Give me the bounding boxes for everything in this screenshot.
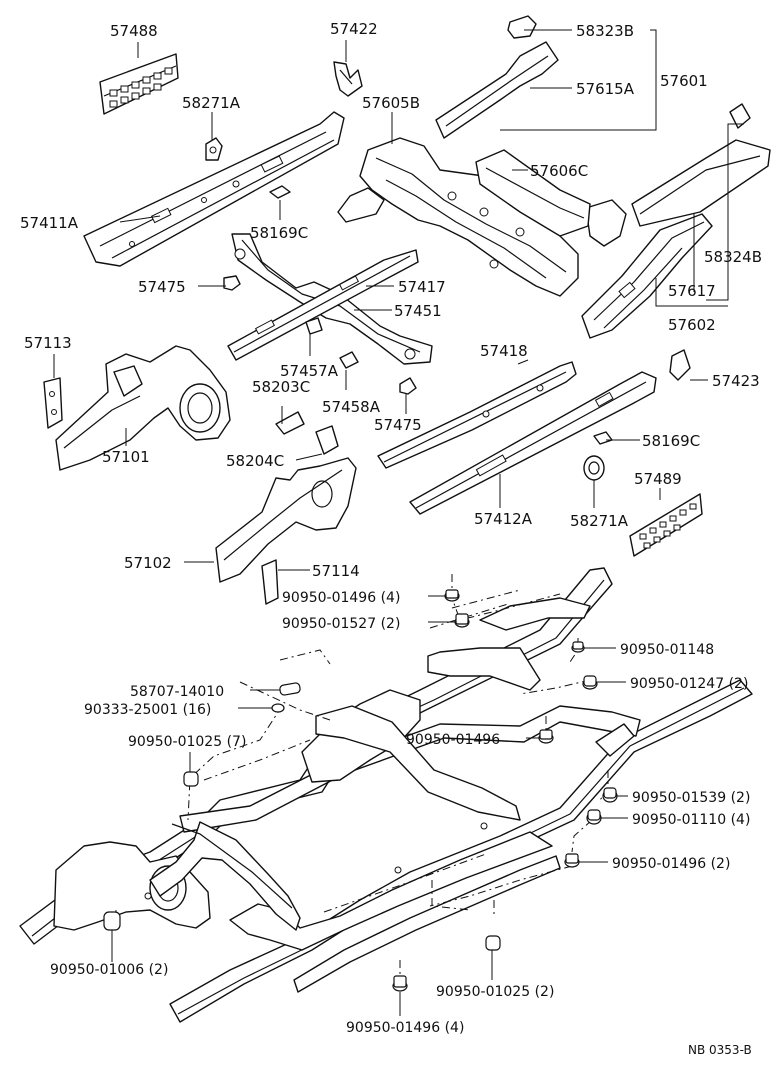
plug-90950-01110 <box>586 809 602 825</box>
label-57412a: 57412A <box>474 510 533 528</box>
label-57615a: 57615A <box>576 80 635 98</box>
part-57101-frame-section <box>55 345 231 471</box>
label-57457a: 57457A <box>280 362 339 380</box>
label-57411a: 57411A <box>20 214 79 232</box>
label-90950-01539: 90950-01539 (2) <box>632 790 750 806</box>
part-57475-cap-mid <box>399 377 417 395</box>
plug-90950-01496-top <box>444 589 460 602</box>
part-57457a-clip <box>305 317 323 335</box>
plug-90950-01496-mid <box>538 729 554 744</box>
plug-90950-01496-bottom <box>392 975 408 992</box>
part-57418-member <box>377 361 577 469</box>
part-labels: 57488 57422 58323B 57601 57615A 58271A 5… <box>20 20 762 1057</box>
part-57417-crossbar <box>227 249 419 361</box>
label-57113: 57113 <box>24 334 72 352</box>
label-58324b: 58324B <box>704 248 762 266</box>
label-57101: 57101 <box>102 448 150 466</box>
part-57114-bracket <box>261 559 279 605</box>
part-57489-plate <box>629 493 703 557</box>
label-90950-01148: 90950-01148 <box>620 642 714 658</box>
label-57475-top: 57475 <box>138 278 186 296</box>
label-58203c: 58203C <box>252 378 310 396</box>
leader-lines <box>53 29 744 1016</box>
label-57602: 57602 <box>668 316 716 334</box>
washer-90333-25001 <box>271 703 285 713</box>
part-58203c-plate <box>275 411 305 435</box>
part-57423-bracket <box>669 349 691 381</box>
part-58271a-ring <box>583 455 605 481</box>
label-90950-01110: 90950-01110 (4) <box>632 812 750 828</box>
plug-90950-01025-top <box>183 771 199 787</box>
part-57412a-rail <box>409 371 657 515</box>
label-57601: 57601 <box>660 72 708 90</box>
label-57606c: 57606C <box>530 162 588 180</box>
label-90950-01025-7: 90950-01025 (7) <box>128 734 246 750</box>
label-57451: 57451 <box>394 302 442 320</box>
part-57605b-floor-member <box>337 137 627 297</box>
label-90333-25001: 90333-25001 (16) <box>84 702 211 718</box>
part-58271a-bracket-top <box>205 137 223 161</box>
label-57418: 57418 <box>480 342 528 360</box>
part-57475-cap-top <box>223 275 241 291</box>
label-90950-01247: 90950-01247 (2) <box>630 676 748 692</box>
label-90950-01496-4-top: 90950-01496 (4) <box>282 590 400 606</box>
plug-90950-01539 <box>602 787 618 803</box>
label-57417: 57417 <box>398 278 446 296</box>
label-90950-01496-mid: 90950-01496 <box>406 732 500 748</box>
drawing-code: NB 0353-B <box>688 1043 752 1057</box>
label-57423: 57423 <box>712 372 760 390</box>
label-58707-14010: 58707-14010 <box>130 684 224 700</box>
label-57617: 57617 <box>668 282 716 300</box>
label-58169c-mid: 58169C <box>642 432 700 450</box>
plug-90950-01527 <box>454 613 470 628</box>
label-57114: 57114 <box>312 562 360 580</box>
label-58323b: 58323B <box>576 22 634 40</box>
label-57458a: 57458A <box>322 398 381 416</box>
part-58323b-bracket <box>507 15 537 39</box>
part-57488-plate <box>99 53 179 115</box>
plug-90950-01496-right <box>564 853 580 868</box>
plug-90950-01006 <box>103 911 121 931</box>
label-57489: 57489 <box>634 470 682 488</box>
label-90950-01496-2: 90950-01496 (2) <box>612 856 730 872</box>
part-57617-rear-rail <box>631 103 771 227</box>
part-58204c-bracket <box>315 425 339 455</box>
part-57411a-side-member <box>83 111 345 267</box>
part-57615a-rail <box>435 41 559 139</box>
label-58204c: 58204C <box>226 452 284 470</box>
part-58169c-clip-mid <box>593 431 613 445</box>
plug-90950-01148 <box>571 641 585 653</box>
label-58169c-top: 58169C <box>250 224 308 242</box>
label-58271a-top: 58271A <box>182 94 241 112</box>
assembled-frame <box>19 567 753 1023</box>
label-57488: 57488 <box>110 22 158 40</box>
part-57113-bracket <box>43 377 63 429</box>
label-90950-01025-2: 90950-01025 (2) <box>436 984 554 1000</box>
part-57102-frame-section <box>215 457 357 583</box>
label-57422: 57422 <box>330 20 378 38</box>
fasteners <box>103 589 618 992</box>
part-57458a-clip <box>339 351 359 369</box>
label-57605b: 57605B <box>362 94 420 112</box>
label-90950-01496-4-bottom: 90950-01496 (4) <box>346 1020 464 1036</box>
label-90950-01527: 90950-01527 (2) <box>282 616 400 632</box>
part-57602-rear-rail <box>581 213 713 339</box>
label-57475-mid: 57475 <box>374 416 422 434</box>
part-57606c-crossmember <box>475 149 591 237</box>
plug-90950-01247 <box>582 675 598 690</box>
grommet-58707-14010 <box>279 682 301 696</box>
part-58169c-clip-top <box>269 185 291 199</box>
plug-90950-01025-bottom <box>485 935 501 951</box>
part-57422-bracket <box>333 61 363 97</box>
label-90950-01006: 90950-01006 (2) <box>50 962 168 978</box>
label-57102: 57102 <box>124 554 172 572</box>
label-58271a-mid: 58271A <box>570 512 629 530</box>
